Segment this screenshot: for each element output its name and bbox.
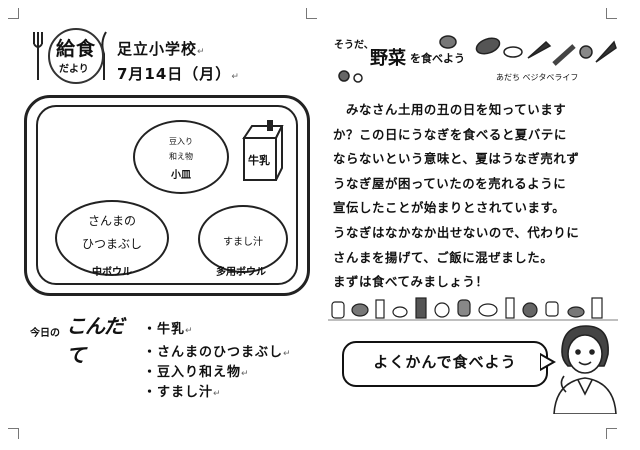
person-icon <box>553 325 617 415</box>
small-bowl-text: すまし汁 <box>223 237 263 248</box>
plate-text-2: 和え物 <box>169 152 193 161</box>
small-plate: 豆入り 和え物 小皿 <box>133 120 229 194</box>
todays-menu-title: 今日の こんだて <box>30 308 134 367</box>
header-prefix: そうだ、 <box>334 40 374 51</box>
big-bowl-text-1: さんまの <box>87 214 136 228</box>
chew-well-bubble: よくかんで食べよう <box>342 341 548 387</box>
logo-title: 給食 <box>56 38 97 60</box>
crop-mark-tr <box>606 8 617 19</box>
nutritionist-illustration <box>548 322 620 415</box>
milk-label: 牛乳 <box>248 154 270 167</box>
article-line-6: うなぎはなかなか出せないので、代わりに <box>333 224 580 240</box>
fork-knife-icon <box>33 31 107 80</box>
vegetable-border <box>328 290 618 324</box>
menu-item-4: ・すまし汁↵ <box>143 385 222 400</box>
milk-carton-icon <box>242 119 284 181</box>
menu-item-2: ・さんまのひつまぶし↵ <box>143 345 292 360</box>
newsletter-logo: 給食 だより <box>30 28 110 86</box>
menu-item-1: ・牛乳↵ <box>143 322 194 337</box>
article-line-1: みなさん土用の丑の日を知っています <box>333 102 567 117</box>
lunch-tray-inner <box>36 105 298 285</box>
crop-mark-bl <box>8 428 19 439</box>
school-name: 足立小学校↵ <box>117 40 206 58</box>
article-line-4: うなぎ屋が困っていたのを売れるように <box>333 175 567 191</box>
milk-carton: 牛乳 <box>240 119 286 182</box>
article-line-3: ならないという意味と、夏はうなぎ売れず <box>333 151 580 167</box>
issue-date: 7月14日（月）↵ <box>117 65 240 83</box>
menu-title-main: こんだて <box>66 314 124 367</box>
menu-title-prefix: 今日の <box>30 328 60 339</box>
plate-text-1: 豆入り <box>169 137 193 146</box>
header-main: 野菜 <box>370 48 406 69</box>
logo-subtitle: だより <box>59 64 89 75</box>
vegetable-border-icon <box>328 297 618 321</box>
plate-name: 小皿 <box>171 170 191 181</box>
header-sub: あだち ベジタベライフ <box>496 73 579 82</box>
medium-bowl-label: 中ボウル <box>92 267 132 278</box>
multi-bowl: すまし汁 <box>198 205 288 273</box>
big-bowl-text-2: ひつまぶし <box>81 237 142 251</box>
bubble-tail-icon <box>540 352 556 372</box>
article-line-8: まずは食べてみましょう！ <box>333 274 489 290</box>
chew-well-text: よくかんで食べよう <box>373 353 517 371</box>
header-tail: を食べよう <box>410 52 465 65</box>
article-body: みなさん土用の丑の日を知っています か？この日にうなぎを食べると夏バテに ならな… <box>333 98 611 295</box>
crop-mark-tl <box>8 8 19 19</box>
multi-bowl-label: 多用ボウル <box>216 267 266 278</box>
vegetable-header: そうだ、 野菜 を食べよう あだち ベジタベライフ <box>328 28 618 88</box>
article-line-2: か？この日にうなぎを食べると夏バテに <box>333 126 567 142</box>
vegetables-illustration-icon <box>338 35 617 83</box>
crop-mark-tc <box>306 8 317 19</box>
medium-bowl: さんまの ひつまぶし <box>55 200 169 276</box>
article-line-5: 宣伝したことが始まりとされています。 <box>333 200 566 216</box>
logo-circle <box>48 28 104 84</box>
crop-mark-br <box>606 428 617 439</box>
article-line-7: さんまを揚げて、ご飯に混ぜました。 <box>333 249 554 265</box>
menu-item-3: ・豆入り和え物↵ <box>143 365 250 380</box>
